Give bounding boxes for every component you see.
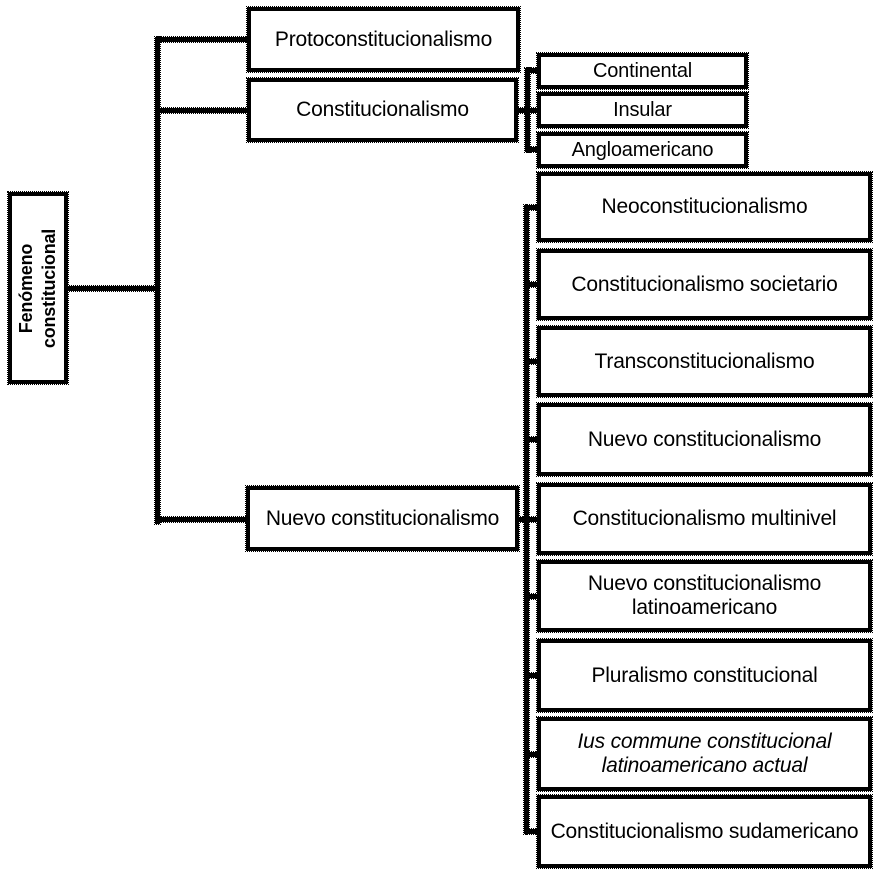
connector-stub-continental [527, 67, 540, 74]
node-label: Neoconstitucionalismo [601, 195, 808, 219]
connector-constitucionalismo-out [514, 107, 529, 114]
node-label: Insular [613, 98, 672, 121]
node-angloamericano: Angloamericano [536, 131, 749, 169]
node-pluralismo-constitucional: Pluralismo constitucional [536, 638, 873, 713]
node-label: Pluralismo constitucional [591, 663, 818, 687]
connector-stub-nuevo-constitucionalismo [526, 436, 540, 443]
node-nuevo-constitucionalismo-child: Nuevo constitucionalismo [536, 402, 873, 477]
node-label: Protoconstitucionalismo [274, 27, 493, 51]
node-label: Constitucionalismo sudamericano [550, 819, 859, 843]
connector-stub-angloamericano [527, 146, 540, 153]
connector-stub-transconstitucionalismo [526, 358, 540, 365]
node-constitucionalismo-societario: Constitucionalismo societario [536, 248, 873, 321]
connector-stub-insular [527, 107, 540, 114]
node-label: Constitucionalismo multinivel [572, 507, 837, 531]
connector-branch-protoconstitucionalismo [157, 36, 248, 43]
connector-stub-multinivel [526, 516, 540, 523]
connector-stub-neoconstitucionalismo [526, 204, 540, 211]
node-label: Angloamericano [571, 138, 714, 161]
connector-stub-sudamericano [526, 828, 540, 835]
node-label: Nuevo constitucionalismo [265, 506, 500, 530]
connector-stub-societario [526, 281, 540, 288]
connector-trunk-level2 [154, 36, 161, 525]
node-protoconstitucionalismo: Protoconstitucionalismo [246, 6, 521, 73]
connector-branch-nuevo-constitucionalismo [157, 516, 248, 523]
node-label: Constitucionalismo [296, 98, 469, 122]
node-neoconstitucionalismo: Neoconstitucionalismo [536, 171, 873, 243]
node-ius-commune: Ius commune constitucional latinoamerica… [536, 716, 873, 792]
connector-stub-ius-commune [526, 751, 540, 758]
connector-stub-pluralismo [526, 672, 540, 679]
node-nuevo-constitucionalismo-latinoamericano: Nuevo constitucionalismo latinoamericano [536, 559, 873, 633]
connector-branch-constitucionalismo [157, 107, 248, 114]
root-label-line2: constitucional [39, 228, 59, 348]
node-label: Transconstitucionalismo [594, 349, 815, 373]
node-transconstitucionalismo: Transconstitucionalismo [536, 325, 873, 398]
node-label: Continental [593, 59, 692, 82]
node-continental: Continental [536, 52, 749, 90]
connector-stub-latinoamericano [526, 593, 540, 600]
node-label: Nuevo constitucionalismo [587, 427, 822, 451]
connector-trunk-nuevo-children [523, 204, 530, 835]
node-constitucionalismo: Constitucionalismo [246, 77, 519, 143]
node-label: Ius commune constitucional latinoamerica… [577, 730, 832, 777]
node-fenomeno-constitucional: Fenómeno constitucional [7, 191, 69, 385]
node-constitucionalismo-multinivel: Constitucionalismo multinivel [536, 482, 873, 556]
node-nuevo-constitucionalismo: Nuevo constitucionalismo [245, 485, 520, 552]
node-constitucionalismo-sudamericano: Constitucionalismo sudamericano [536, 794, 873, 869]
root-label-line1: Fenómeno [16, 243, 37, 333]
node-insular: Insular [536, 91, 749, 129]
node-label: Fenómeno constitucional [16, 228, 61, 347]
connector-root-horizontal [65, 285, 160, 292]
connector-nuevo-out [515, 516, 529, 523]
node-label: Constitucionalismo societario [571, 272, 838, 296]
node-label: Nuevo constitucionalismo latinoamericano [587, 572, 822, 619]
connector-trunk-consti-children [524, 67, 531, 153]
